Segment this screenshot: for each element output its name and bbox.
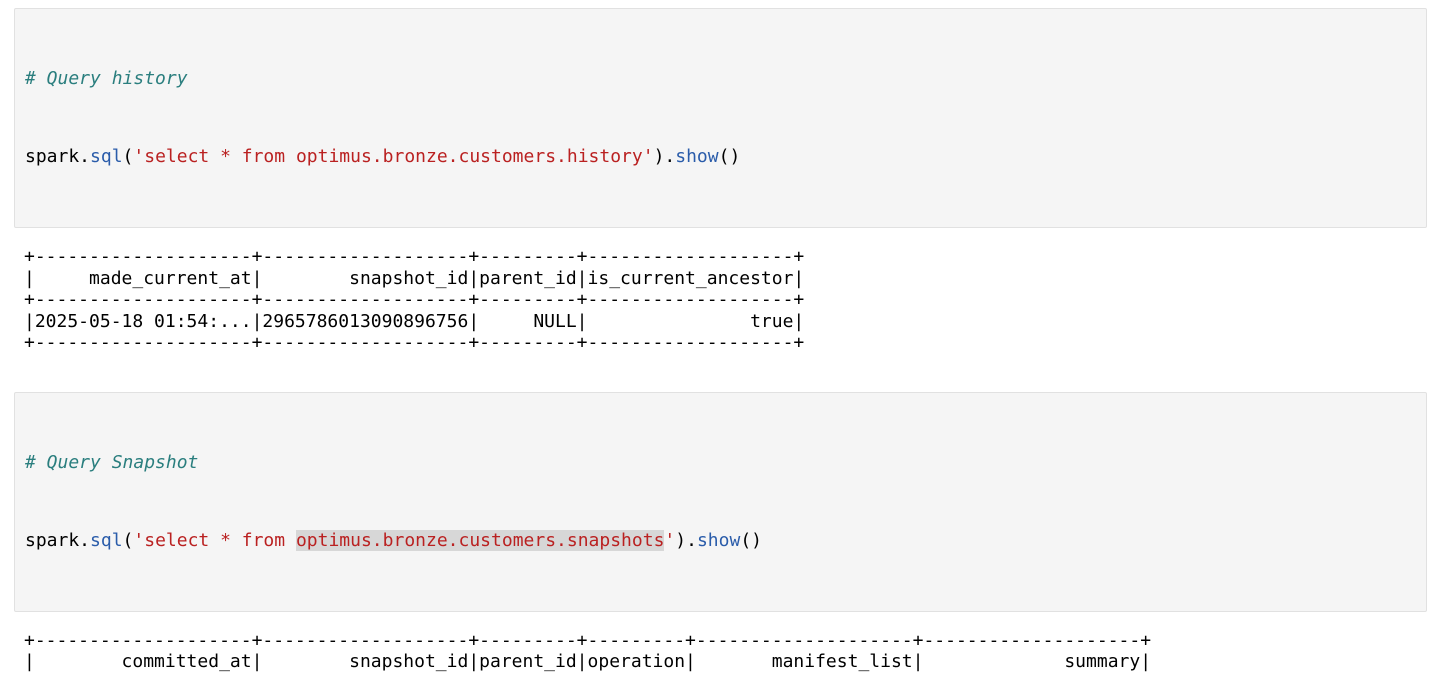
code-token-function: show xyxy=(675,146,719,167)
code-token-string: ' xyxy=(664,529,676,551)
notebook: # Query history spark.sql('select * from… xyxy=(0,8,1440,676)
code-token-function: sql xyxy=(90,146,123,167)
code-token-string: 'select * from optimus.bronze.customers.… xyxy=(133,146,654,167)
code-line: spark.sql('select * from optimus.bronze.… xyxy=(25,144,1416,170)
code-token: ( xyxy=(122,529,134,551)
section-query-snapshot: # Query Snapshot spark.sql('select * fro… xyxy=(0,391,1440,676)
code-cell-query-snapshot[interactable]: # Query Snapshot spark.sql('select * fro… xyxy=(14,391,1427,612)
ascii-table-output-history: +--------------------+------------------… xyxy=(24,246,805,353)
code-token-function: sql xyxy=(90,529,123,551)
code-token-function: show xyxy=(696,529,741,551)
code-token-string: 'select * from xyxy=(133,529,296,551)
ascii-table-output-snapshots: +--------------------+------------------… xyxy=(24,629,1152,676)
code-comment: # Query Snapshot xyxy=(25,451,199,473)
code-token: () xyxy=(740,529,762,551)
code-line: spark.sql('select * from optimus.bronze.… xyxy=(25,528,1416,554)
code-cell-query-history[interactable]: # Query history spark.sql('select * from… xyxy=(14,8,1427,228)
code-token: ). xyxy=(653,146,676,167)
code-token: spark. xyxy=(25,146,91,167)
code-comment: # Query history xyxy=(25,68,188,89)
code-token-string-highlighted: optimus.bronze.customers.snapshots xyxy=(295,529,665,551)
section-query-history: # Query history spark.sql('select * from… xyxy=(0,8,1440,354)
code-token: ). xyxy=(675,529,697,551)
code-token: () xyxy=(718,146,741,167)
code-token: spark. xyxy=(25,529,91,551)
code-token: ( xyxy=(122,146,134,167)
